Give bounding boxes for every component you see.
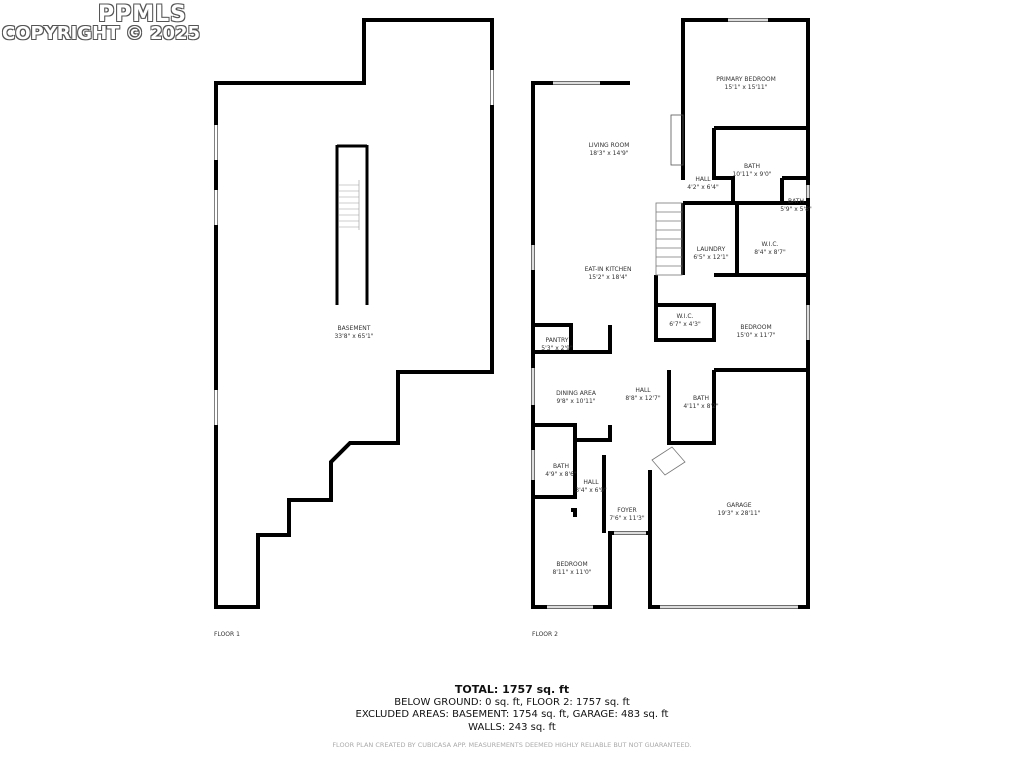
- room-name: GARAGE: [726, 502, 751, 509]
- room-dims: 8'4" x 8'7": [754, 249, 786, 256]
- room-dims: 6'7" x 4'3": [669, 321, 701, 328]
- room-name: W.I.C.: [762, 241, 779, 248]
- room-dims: 4'11" x 8'2": [683, 403, 719, 410]
- room-name: PRIMARY BEDROOM: [716, 76, 776, 83]
- room-name: HALL: [583, 479, 599, 486]
- room-dims: 8'8" x 12'7": [625, 395, 661, 402]
- room-labels: BASEMENT 33'8" x 65'1" PRIMARY BEDROOM 1…: [334, 76, 812, 576]
- floor-1-plan: [214, 18, 494, 609]
- room-name: HALL: [635, 387, 651, 394]
- total-area: TOTAL: 1757 sq. ft: [454, 683, 570, 696]
- room-name: LAUNDRY: [697, 246, 726, 253]
- disclaimer: FLOOR PLAN CREATED BY CUBICASA APP. MEAS…: [332, 741, 692, 749]
- summary-line: BELOW GROUND: 0 sq. ft, FLOOR 2: 1757 sq…: [394, 696, 630, 708]
- room-dims: 4'2" x 6'4": [687, 184, 719, 191]
- room-dims: 15'1" x 15'11": [725, 84, 768, 91]
- room-name: W.I.C.: [677, 313, 694, 320]
- room-dims: 6'5" x 12'1": [693, 254, 729, 261]
- room-name: BEDROOM: [740, 324, 771, 331]
- basement-walls: [214, 18, 494, 609]
- room-dims: 18'3" x 14'9": [589, 150, 628, 157]
- room-name: BEDROOM: [556, 561, 587, 568]
- room-name: BASEMENT: [338, 325, 371, 332]
- room-name: PANTRY: [546, 337, 569, 344]
- floor-1-label: FLOOR 1: [214, 631, 240, 638]
- room-dims: 5'3" x 2'9": [541, 345, 573, 352]
- room-name: FOYER: [617, 507, 636, 514]
- floor-2-label: FLOOR 2: [532, 631, 558, 638]
- basement-stairs: [335, 144, 369, 305]
- room-dims: 10'11" x 9'0": [732, 171, 771, 178]
- room-name: BATH: [788, 198, 804, 205]
- room-name: EAT-IN KITCHEN: [585, 266, 632, 273]
- watermark-copyright: COPYRIGHT © 2025: [2, 23, 201, 44]
- floor-2-windows: [531, 18, 810, 609]
- watermark-brand: PPMLS: [98, 2, 188, 27]
- room-name: BATH: [744, 163, 760, 170]
- room-dims: 7'6" x 11'3": [609, 515, 645, 522]
- summary-line: EXCLUDED AREAS: BASEMENT: 1754 sq. ft, G…: [355, 709, 669, 720]
- floor-2-stairs: [651, 202, 686, 476]
- basement-windows: [214, 70, 494, 425]
- room-dims: 5'9" x 5'8": [780, 206, 812, 213]
- room-dims: 15'0" x 11'7": [736, 332, 775, 339]
- room-dims: 4'9" x 8'6": [545, 471, 577, 478]
- outer-walls: [531, 18, 810, 609]
- summary-line: WALLS: 243 sq. ft: [468, 721, 556, 733]
- room-name: LIVING ROOM: [589, 142, 630, 149]
- room-name: DINING AREA: [556, 390, 597, 397]
- fireplace: [670, 114, 684, 166]
- room-name: BATH: [693, 395, 709, 402]
- room-name: HALL: [695, 176, 711, 183]
- room-dims: 9'8" x 10'11": [556, 398, 595, 405]
- room-dims: 3'4" x 6'9": [575, 487, 607, 494]
- room-dims: 15'2" x 18'4": [588, 274, 627, 281]
- room-dims: 33'8" x 65'1": [334, 333, 373, 340]
- watermark: PPMLS COPYRIGHT © 2025: [2, 2, 200, 44]
- area-summary: TOTAL: 1757 sq. ft BELOW GROUND: 0 sq. f…: [0, 683, 1024, 734]
- room-dims: 19'3" x 28'11": [718, 510, 761, 517]
- stair-treads: [339, 180, 360, 230]
- room-dims: 8'11" x 11'0": [552, 569, 591, 576]
- room-name: BATH: [553, 463, 569, 470]
- floor-2-plan: [531, 18, 810, 609]
